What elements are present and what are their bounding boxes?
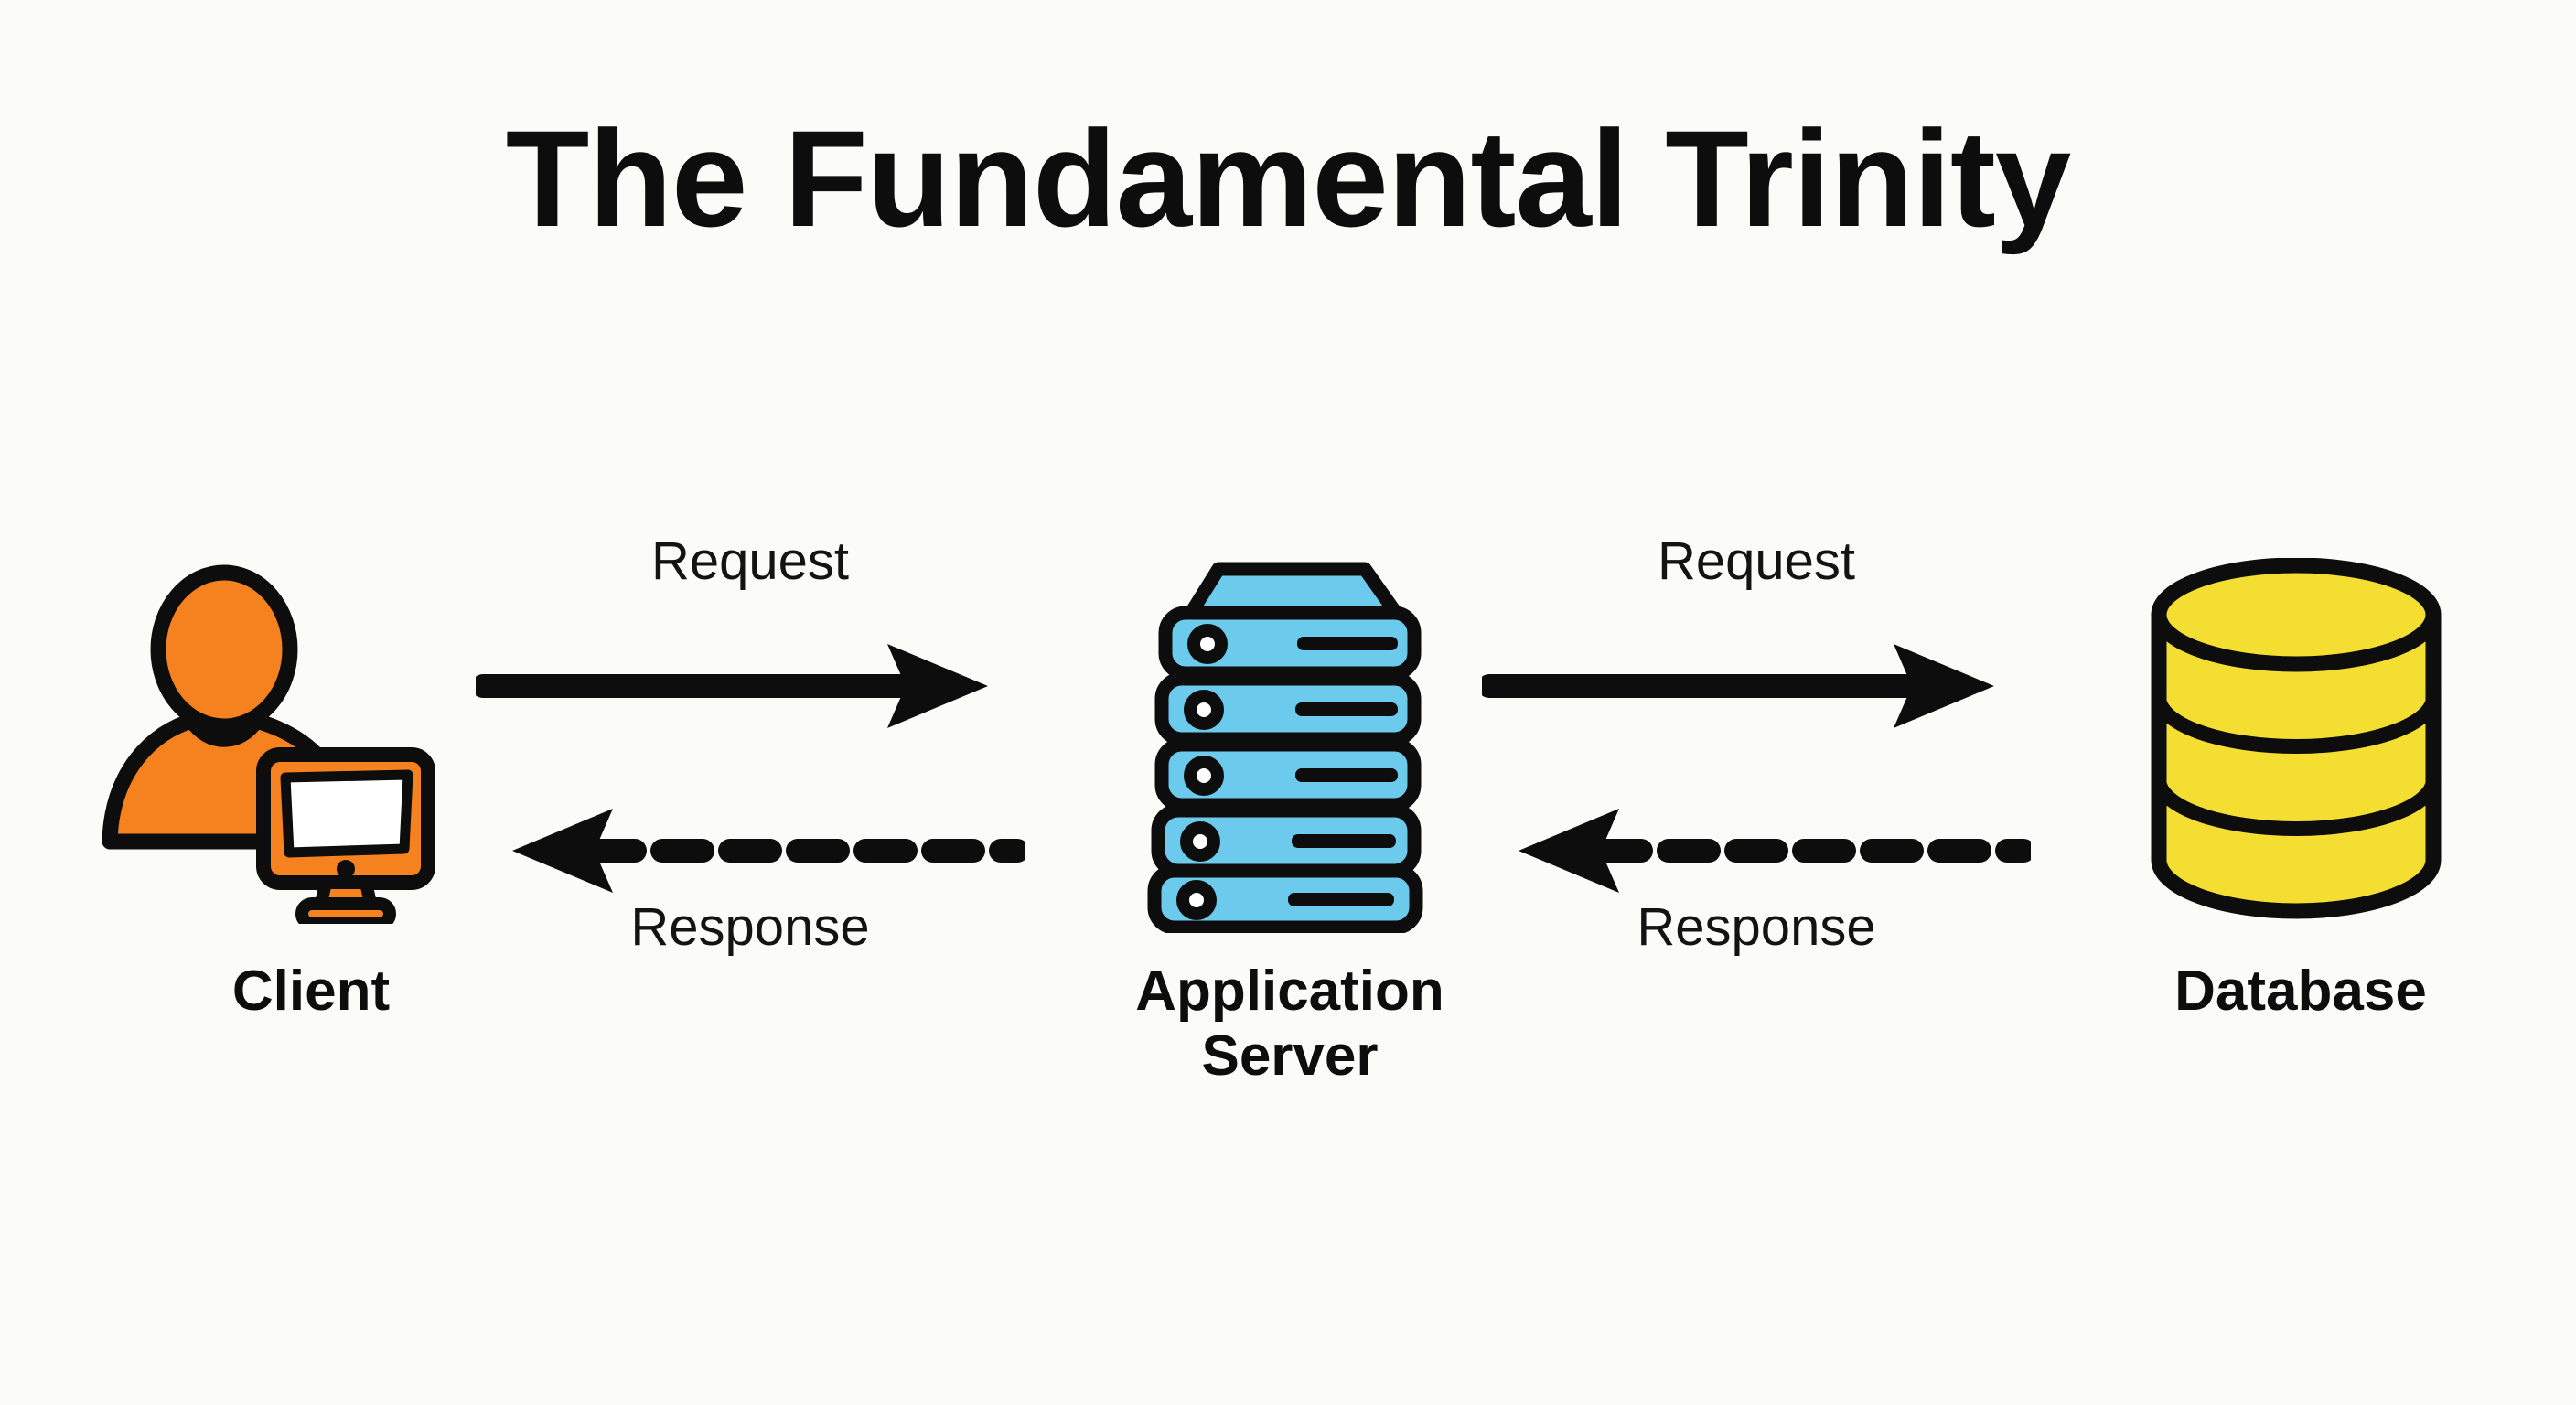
- node-database[interactable]: Database: [2067, 549, 2525, 1024]
- flow-label-request-client-server: Request: [650, 531, 850, 591]
- flow-label-response-client-server: Response: [630, 897, 870, 957]
- person-with-monitor-icon: [102, 564, 435, 924]
- flow-server-database: Request Response: [1482, 531, 2031, 1043]
- flow-client-server: Request Response: [476, 531, 1025, 1043]
- server-figure: [1061, 549, 1519, 933]
- server-rack-stack-icon: [1147, 562, 1423, 933]
- response-arrow-left-dashed-icon: [1519, 809, 2031, 893]
- response-arrow-left-dashed-icon: [512, 809, 1025, 893]
- node-label-application-server: Application Server: [1135, 960, 1444, 1089]
- node-application-server[interactable]: Application Server: [1061, 549, 1519, 1089]
- request-arrow-right-icon: [476, 644, 988, 728]
- page-title: The Fundamental Trinity: [505, 102, 2072, 255]
- node-label-database: Database: [2174, 960, 2427, 1023]
- client-figure: [55, 549, 512, 933]
- flow-label-request-server-database: Request: [1657, 531, 1856, 591]
- node-label-client: Client: [231, 960, 391, 1023]
- flow-label-response-server-database: Response: [1637, 897, 1876, 957]
- database-figure: [2067, 549, 2525, 933]
- database-cylinder-icon: [2151, 558, 2442, 919]
- node-client[interactable]: Client: [55, 549, 512, 1024]
- request-arrow-right-icon: [1482, 644, 1994, 728]
